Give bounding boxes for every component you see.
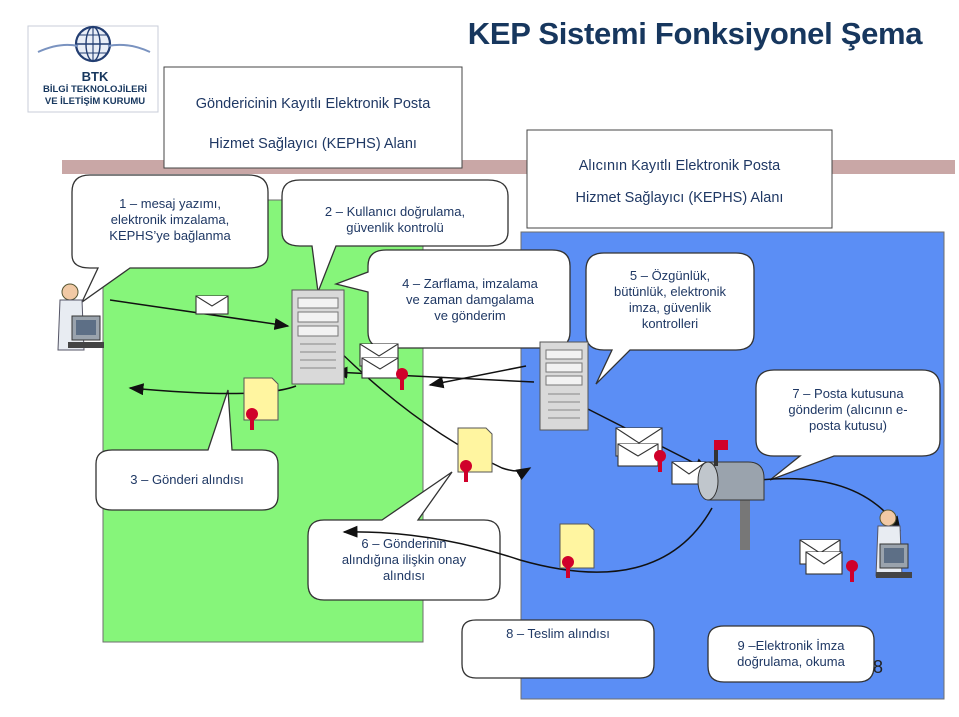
envelope-icon	[361, 357, 399, 379]
bubble-step-3	[95, 389, 279, 511]
bubble-step-1	[71, 174, 269, 304]
mailbox-icon	[697, 440, 765, 550]
signature-seal-icon	[562, 556, 574, 578]
logo-acronym: BTK	[81, 69, 109, 84]
bubble-step-2	[281, 179, 509, 293]
sender-provider-box	[163, 66, 463, 169]
signature-seal-icon	[460, 460, 472, 482]
envelope-icon	[805, 551, 843, 575]
receiver-provider-box	[526, 129, 833, 229]
step-3-text: 3 – Gönderi alındısı	[130, 472, 244, 487]
step-2-text: 2 – Kullanıcı doğrulama,güvenlik kontrol…	[324, 204, 466, 235]
signature-seal-icon	[846, 560, 858, 582]
sender-user-icon	[57, 283, 104, 351]
bubble-step-6	[307, 471, 501, 601]
page-number: 8	[873, 657, 884, 677]
envelope-icon	[195, 295, 229, 315]
bubble-step-9	[707, 625, 875, 683]
bubble-step-5	[585, 252, 755, 385]
signature-seal-icon	[654, 450, 666, 472]
envelope-icon	[617, 443, 659, 467]
signature-seal-icon	[246, 408, 258, 430]
bubble-step-8	[461, 619, 655, 679]
step-1-text: 1 – mesaj yazımı,elektronik imzalama,KEP…	[109, 196, 231, 243]
btk-logo	[27, 25, 159, 113]
sender-server-icon	[291, 289, 345, 385]
step-8-text: 8 – Teslim alındısı	[506, 626, 610, 641]
signature-seal-icon	[396, 368, 408, 390]
receiver-user-icon	[875, 509, 912, 578]
page-title: KEP Sistemi Fonksiyonel Şema	[467, 16, 923, 51]
bubble-step-7	[755, 369, 941, 481]
receiver-server-icon	[539, 341, 589, 431]
